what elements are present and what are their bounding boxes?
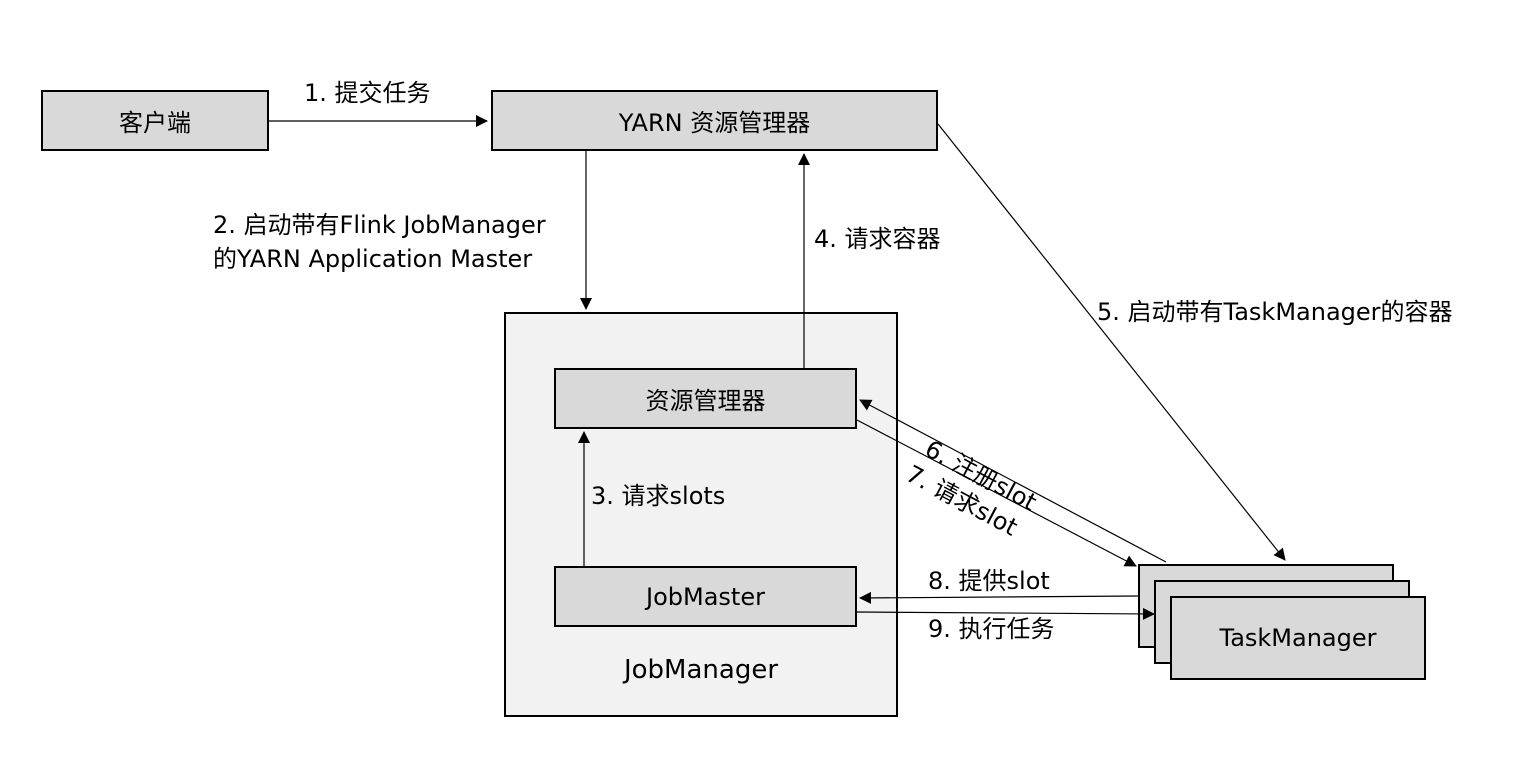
resource-manager-label: 资源管理器 bbox=[645, 387, 766, 415]
label-request-slots: 3. 请求slots bbox=[591, 482, 726, 510]
client-box: 客户端 bbox=[41, 90, 269, 151]
label-offer-slot: 8. 提供slot bbox=[928, 567, 1050, 595]
edge-rm-request-slot bbox=[856, 419, 1137, 567]
yarn-resource-manager-box: YARN 资源管理器 bbox=[491, 90, 938, 151]
taskmanager-label: TaskManager bbox=[1219, 624, 1377, 652]
edge-yarn-to-taskmanager bbox=[937, 123, 1286, 561]
label-execute-task: 9. 执行任务 bbox=[928, 615, 1055, 643]
client-label: 客户端 bbox=[119, 109, 191, 137]
edge-jobmaster-execute-task bbox=[856, 607, 1155, 620]
label-start-taskmanager-containers: 5. 启动带有TaskManager的容器 bbox=[1097, 298, 1453, 326]
resource-manager-box: 资源管理器 bbox=[554, 368, 857, 429]
jobmanager-label: JobManager bbox=[623, 655, 779, 685]
label-start-application-master-line1: 2. 启动带有Flink JobManager bbox=[213, 211, 546, 239]
taskmanager-box: TaskManager bbox=[1170, 596, 1426, 680]
label-submit-task: 1. 提交任务 bbox=[304, 79, 431, 107]
edge-taskmanager-register-slot bbox=[859, 399, 1167, 563]
yarn-resource-manager-label: YARN 资源管理器 bbox=[618, 109, 811, 137]
label-start-application-master-line2: 的YARN Application Master bbox=[213, 245, 533, 273]
label-request-containers: 4. 请求容器 bbox=[814, 225, 941, 253]
edge-taskmanager-offer-slot bbox=[859, 591, 1139, 604]
jobmaster-label: JobMaster bbox=[646, 582, 765, 611]
label-start-application-master: 2. 启动带有Flink JobManager 的YARN Applicatio… bbox=[213, 208, 546, 276]
jobmaster-box: JobMaster bbox=[554, 566, 857, 627]
